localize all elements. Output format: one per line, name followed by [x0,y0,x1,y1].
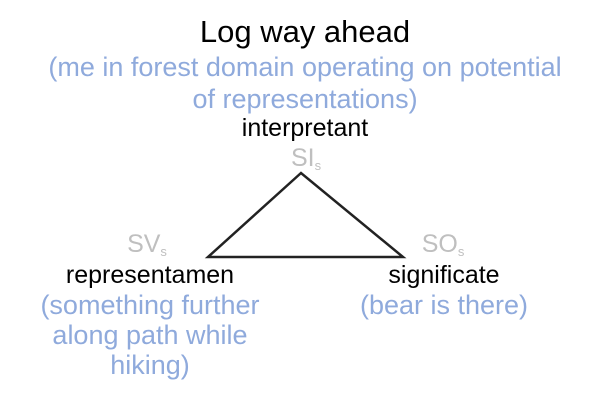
significate-sign-sub: s [457,244,465,259]
interpretant-sign: SIs [291,144,321,173]
significate-sign-main: SO [421,230,458,258]
diagram-title: Log way ahead [199,14,411,49]
representamen-note-line-1: (something further [40,290,260,320]
significate-sign: SOs [422,230,465,259]
interpretant-sign-main: SI [290,144,315,172]
significate-note-line-1: (bear is there) [359,290,529,320]
representamen-sign: SVs [127,230,167,259]
representamen-sign-sub: s [160,244,167,259]
triangle-shape [204,171,407,259]
significate-label: significate [388,261,500,289]
interpretant-label: interpretant [241,114,369,142]
representamen-note-line-3: hiking) [110,350,190,380]
interpretant-sign-sub: s [314,158,322,173]
subtitle-line-1: (me in forest domain operating on potent… [48,52,562,82]
subtitle-line-2: of representations) [192,84,418,114]
representamen-note-line-2: along path while [52,320,248,350]
representamen-label: representamen [65,261,235,289]
representamen-sign-main: SV [127,230,161,258]
